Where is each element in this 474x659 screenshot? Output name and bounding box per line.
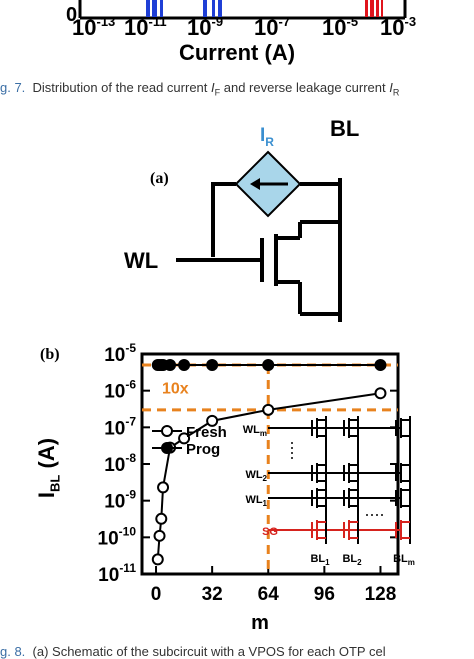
read-current-bar: [152, 0, 157, 17]
fresh-point: [178, 432, 191, 445]
histogram-y-zero: 0: [66, 4, 78, 26]
legend-marker: [161, 442, 173, 454]
inset-cell: [348, 418, 358, 438]
inset-cell: [400, 418, 410, 438]
schematic-a: [176, 150, 342, 322]
fresh-point: [155, 512, 168, 525]
panel-a-label: (a): [150, 170, 169, 187]
figure-7-caption: g. 7. Distribution of the read current I…: [0, 80, 400, 98]
wl-label: WL: [124, 248, 159, 273]
y-tick-label: 10-10: [98, 524, 137, 549]
inset-cell: [316, 418, 326, 438]
y-tick-label: 10-11: [98, 561, 136, 586]
y-tick-label: 10-5: [104, 341, 136, 366]
inset-cell: [348, 488, 358, 508]
y-tick-label: 10-9: [104, 488, 136, 513]
prog-point: [206, 359, 219, 372]
ir-label: IR: [260, 125, 274, 149]
fresh-point: [153, 529, 166, 542]
panel-b-label: (b): [40, 346, 60, 363]
x-tick-label: 32: [202, 584, 223, 605]
prog-point: [178, 359, 191, 372]
bl-label: BL: [330, 116, 360, 141]
legend-label: Prog: [186, 441, 220, 458]
histogram-x-tick: 10-3: [380, 14, 417, 40]
histogram-x-tick: 10-7: [254, 14, 291, 40]
prog-point: [374, 359, 387, 372]
histogram-x-tick: 10-13: [72, 14, 116, 40]
annotation-10x: 10x: [162, 380, 189, 397]
inset-row-label: WL1: [245, 494, 267, 508]
fresh-point: [151, 553, 164, 566]
inset-cell: [316, 488, 326, 508]
chart-x-label: m: [251, 612, 269, 634]
inset-col-label: BL2: [342, 553, 362, 567]
read-current-bar: [146, 0, 150, 17]
y-tick-label: 10-6: [104, 378, 136, 403]
fresh-point: [206, 414, 219, 427]
read-current-bar: [160, 0, 163, 17]
inset-cell: [400, 488, 410, 508]
x-tick-label: 96: [314, 584, 335, 605]
fresh-point: [374, 387, 387, 400]
x-tick-label: 128: [365, 584, 397, 605]
read-current-bar: [212, 0, 215, 17]
inset-col-label: BL1: [310, 553, 330, 567]
inset-row-label: WL2: [245, 469, 267, 483]
read-current-bar: [218, 0, 222, 17]
leakage-current-bar: [381, 0, 383, 17]
legend-marker: [161, 425, 173, 437]
histogram-x-label: Current (A): [178, 40, 296, 65]
leakage-current-bar: [365, 0, 368, 17]
histogram-x-tick: 10-5: [322, 14, 359, 40]
leakage-current-bars: [365, 0, 383, 17]
prog-point: [164, 359, 177, 372]
legend-label: Fresh: [186, 424, 227, 441]
inset-cell: [400, 463, 410, 483]
inset-select-transistor: [311, 520, 326, 540]
histogram-x-tick: 10-9: [187, 14, 224, 40]
chart-b: 10-5 10-6 10-7 10-8 10-9 10-10 10-11 0 32 64 96 128…: [98, 341, 415, 605]
inset-select-transistor: [343, 520, 358, 540]
x-tick-label: 0: [151, 584, 162, 605]
inset-row-label: WLm: [243, 424, 267, 438]
leakage-current-bar: [376, 0, 379, 17]
histogram-x-tick: 10-11: [124, 14, 167, 40]
inset-col-label: BLm: [393, 553, 415, 567]
inset-sg-label: SG: [262, 526, 278, 538]
prog-point: [262, 359, 275, 372]
x-tick-label: 64: [258, 584, 280, 605]
fresh-point: [262, 403, 275, 416]
leakage-current-bar: [370, 0, 374, 17]
y-tick-label: 10-8: [104, 451, 136, 476]
inset-cell: [348, 463, 358, 483]
fresh-point: [157, 481, 170, 494]
histogram-axis-region: [78, 0, 407, 20]
read-current-bar: [203, 0, 207, 17]
y-tick-label: 10-7: [104, 414, 136, 439]
inset-cell: [316, 463, 326, 483]
figure-8-caption: g. 8. (a) Schematic of the subcircuit wi…: [0, 644, 386, 659]
read-current-bars: [146, 0, 222, 17]
inset-select-transistor: [395, 520, 410, 540]
